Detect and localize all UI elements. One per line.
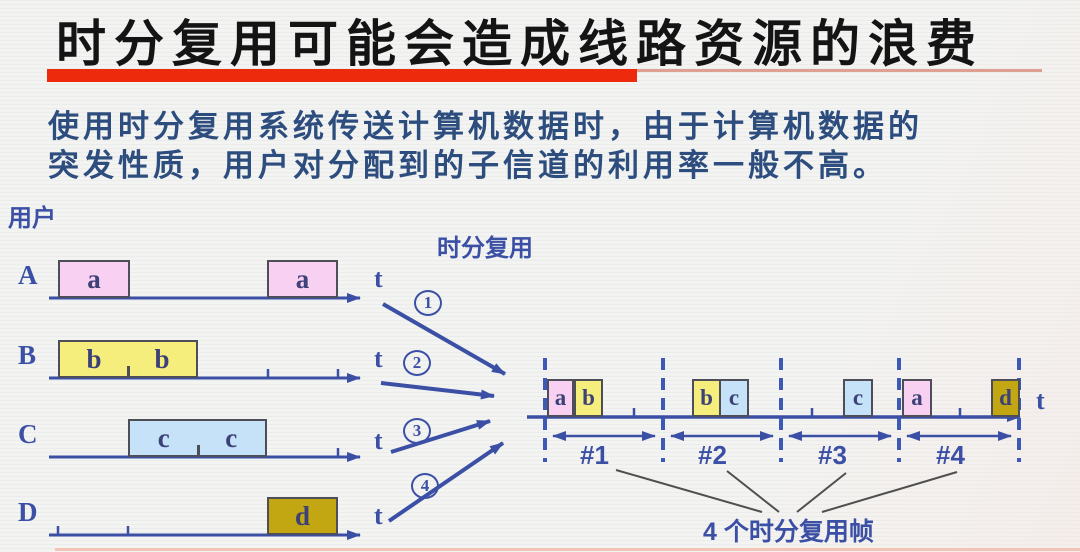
frame-4-slot-d: d	[991, 379, 1020, 417]
channel-number-4: 4	[411, 473, 439, 499]
slot-letter: c	[728, 385, 740, 410]
user-a-signal-box-1: a	[58, 260, 130, 298]
signal-letter: c	[225, 422, 238, 453]
user-c-signal-box: c c	[128, 419, 267, 457]
user-c-label: C	[18, 419, 38, 449]
frame-4-slot-a: a	[902, 379, 932, 417]
frame-2-slot-c: c	[719, 379, 749, 417]
user-a-label: A	[18, 260, 38, 290]
body-text-line1: 使用时分复用系统传送计算机数据时，由于计算机数据的	[48, 109, 923, 144]
frame-3-label: #3	[818, 440, 847, 470]
mux-arrow-1	[382, 302, 506, 376]
frames-caption: 4 个时分复用帧	[703, 518, 874, 546]
signal-letter: a	[87, 263, 101, 294]
channel-number-3: 3	[403, 418, 431, 444]
slot-boundary-tick	[127, 366, 130, 376]
frame-1-label: #1	[580, 440, 609, 470]
slot-letter: a	[554, 385, 567, 410]
user-b-label: B	[18, 340, 37, 370]
time-axis-label-a: t	[374, 264, 383, 293]
page-title: 时分复用可能会造成线路资源的浪费	[56, 16, 984, 72]
title-underline-bar	[47, 69, 637, 82]
signal-letter: c	[157, 422, 170, 453]
slot-letter: b	[700, 385, 713, 410]
time-axis-label-c: t	[374, 426, 383, 455]
channel-number-2: 2	[403, 350, 431, 376]
user-b-signal-box: b b	[58, 340, 198, 378]
caption-fan-line	[821, 471, 958, 513]
slot-letter: d	[999, 385, 1012, 410]
signal-letter: a	[295, 263, 310, 294]
signal-letter: b	[154, 343, 170, 374]
frame-2-slot-b: b	[692, 379, 721, 417]
user-a-signal-box-2: a	[267, 260, 338, 298]
time-axis-label-d: t	[374, 501, 383, 530]
frame-1-slot-a: a	[547, 379, 574, 417]
caption-fan-line	[726, 470, 780, 513]
title-underline-thin	[637, 69, 1042, 72]
frame-2-label: #2	[698, 440, 727, 470]
mux-arrow-4	[387, 441, 505, 523]
mux-title: 时分复用	[437, 235, 533, 262]
user-d-label: D	[18, 497, 38, 527]
channel-number-1: 1	[414, 290, 442, 316]
signal-letter: d	[294, 500, 311, 531]
time-axis-label-b: t	[374, 344, 383, 373]
user-d-signal-box: d	[267, 497, 338, 535]
frame-1-slot-b: b	[574, 379, 603, 417]
signal-letter: b	[86, 343, 102, 374]
slot-letter: c	[852, 385, 864, 410]
mux-arrow-2	[380, 381, 495, 400]
mux-time-axis-label: t	[1036, 386, 1045, 415]
slot-letter: a	[911, 385, 923, 410]
slot-boundary-tick	[196, 445, 200, 455]
caption-fan-line	[796, 472, 847, 513]
slot-letter: b	[582, 385, 595, 410]
frame-4-label: #4	[936, 440, 965, 470]
bottom-edge-line	[55, 548, 1080, 551]
users-label: 用户	[8, 205, 56, 232]
caption-fan-line	[615, 469, 763, 513]
body-text-line2: 突发性质，用户对分配到的子信道的利用率一般不高。	[48, 148, 888, 183]
frame-3-slot-c: c	[843, 379, 873, 417]
